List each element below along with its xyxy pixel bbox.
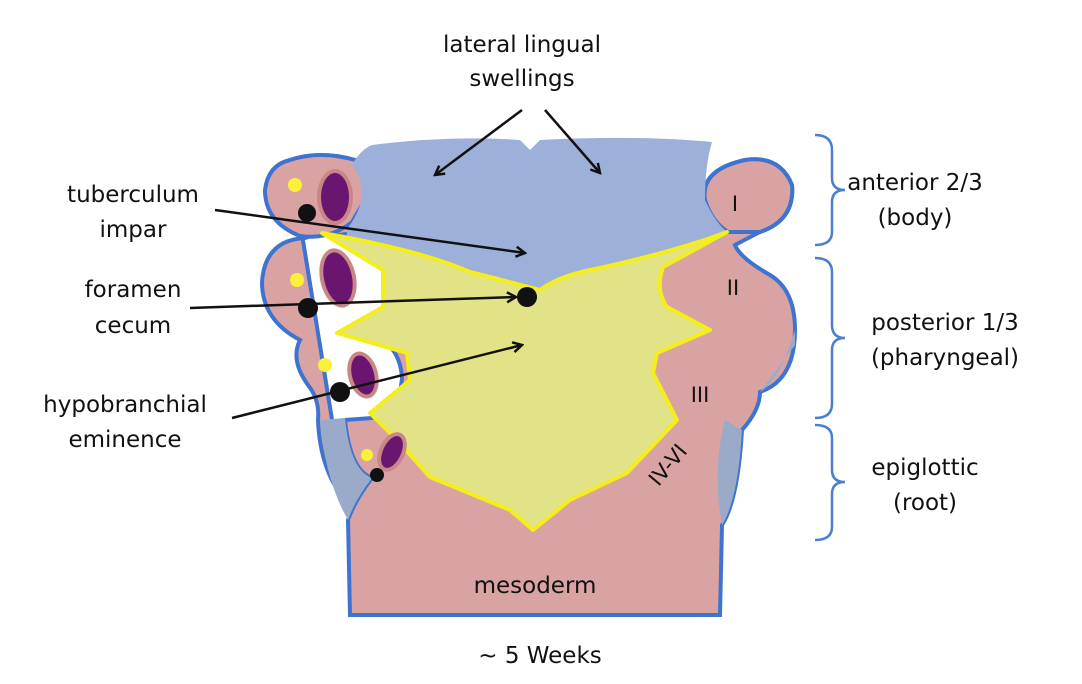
- nerve-dot-arch-1: [288, 178, 302, 192]
- bracket-anterior: [814, 133, 846, 247]
- label-epiglottic-2: (root): [893, 490, 957, 516]
- label-posterior-1: posterior 1/3: [871, 310, 1019, 336]
- bracket-posterior: [814, 256, 846, 420]
- arch-1-structures: [288, 169, 353, 225]
- label-hypobranchial-1: hypobranchial: [43, 392, 207, 418]
- cartilage-dot-arch-1: [298, 204, 316, 222]
- label-lateral-lingual-2: swellings: [469, 66, 574, 92]
- hypobranchial-eminence-region: [320, 230, 729, 532]
- arch-4-structures: [361, 432, 407, 482]
- nerve-dot-arch-4: [361, 449, 373, 461]
- arrow-tuberculum-impar: [214, 208, 525, 253]
- arch-label-2: II: [727, 276, 739, 300]
- arch-label-1: I: [732, 192, 738, 216]
- label-mesoderm: mesoderm: [474, 573, 597, 599]
- foramen-cecum-dot: [517, 287, 537, 307]
- cartilage-dot-arch-4: [370, 468, 384, 482]
- label-hypobranchial-2: eminence: [68, 427, 181, 453]
- label-foramen-1: foramen: [85, 277, 182, 303]
- label-posterior-2: (pharyngeal): [871, 345, 1019, 371]
- label-epiglottic-1: epiglottic: [871, 455, 978, 481]
- arrow-foramen-cecum: [189, 297, 516, 310]
- label-lateral-lingual-1: lateral lingual: [443, 32, 601, 58]
- arrow-hypobranchial-eminence: [231, 345, 522, 420]
- nerve-dot-arch-2: [290, 273, 304, 287]
- label-tuberculum-1: tuberculum: [67, 182, 199, 208]
- lateral-region-right: [717, 420, 742, 525]
- artery-arch-1: [321, 173, 349, 221]
- cartilage-dot-arch-2: [298, 298, 318, 318]
- label-foramen-2: cecum: [95, 313, 171, 339]
- label-tuberculum-2: impar: [100, 217, 167, 243]
- lateral-region-left: [320, 418, 372, 520]
- artery-arch-4: [381, 436, 403, 468]
- arrow-lateral-lingual-right: [544, 109, 600, 173]
- label-anterior-2: (body): [878, 205, 953, 231]
- artery-arch-2: [323, 252, 353, 304]
- caption: ~ 5 Weeks: [478, 643, 602, 669]
- bracket-epiglottic: [814, 423, 846, 542]
- nerve-dot-arch-3: [318, 358, 332, 372]
- label-anterior-1: anterior 2/3: [847, 170, 983, 196]
- arrow-lateral-lingual-left: [435, 108, 523, 175]
- arch-1-right: [702, 157, 795, 234]
- arch-label-3: III: [691, 383, 710, 407]
